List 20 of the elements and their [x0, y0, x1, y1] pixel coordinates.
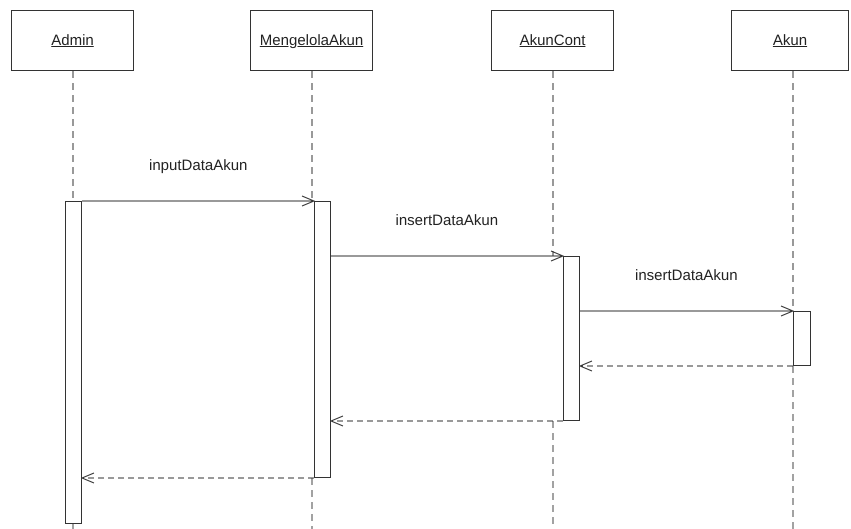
message-arrow — [330, 416, 564, 426]
message-arrow — [82, 196, 314, 206]
lifeline — [552, 70, 554, 256]
object-name: Admin — [51, 32, 94, 49]
message-label: inputDataAkun — [147, 157, 250, 174]
message-arrow — [82, 472, 314, 484]
object-name: MengelolaAkun — [260, 32, 364, 49]
message-arrow — [580, 360, 794, 372]
object-box — [250, 10, 373, 71]
object-box — [731, 10, 849, 71]
activation-bar — [793, 311, 811, 366]
object-box — [491, 10, 614, 71]
message-arrow — [580, 306, 794, 316]
message-arrow — [330, 250, 564, 262]
object-box — [11, 10, 134, 71]
object-name: AkunCont — [520, 32, 586, 49]
object-name: Akun — [772, 32, 808, 49]
activation-bar — [563, 256, 580, 421]
activation-bar — [65, 201, 82, 524]
activation-bar — [314, 201, 331, 478]
